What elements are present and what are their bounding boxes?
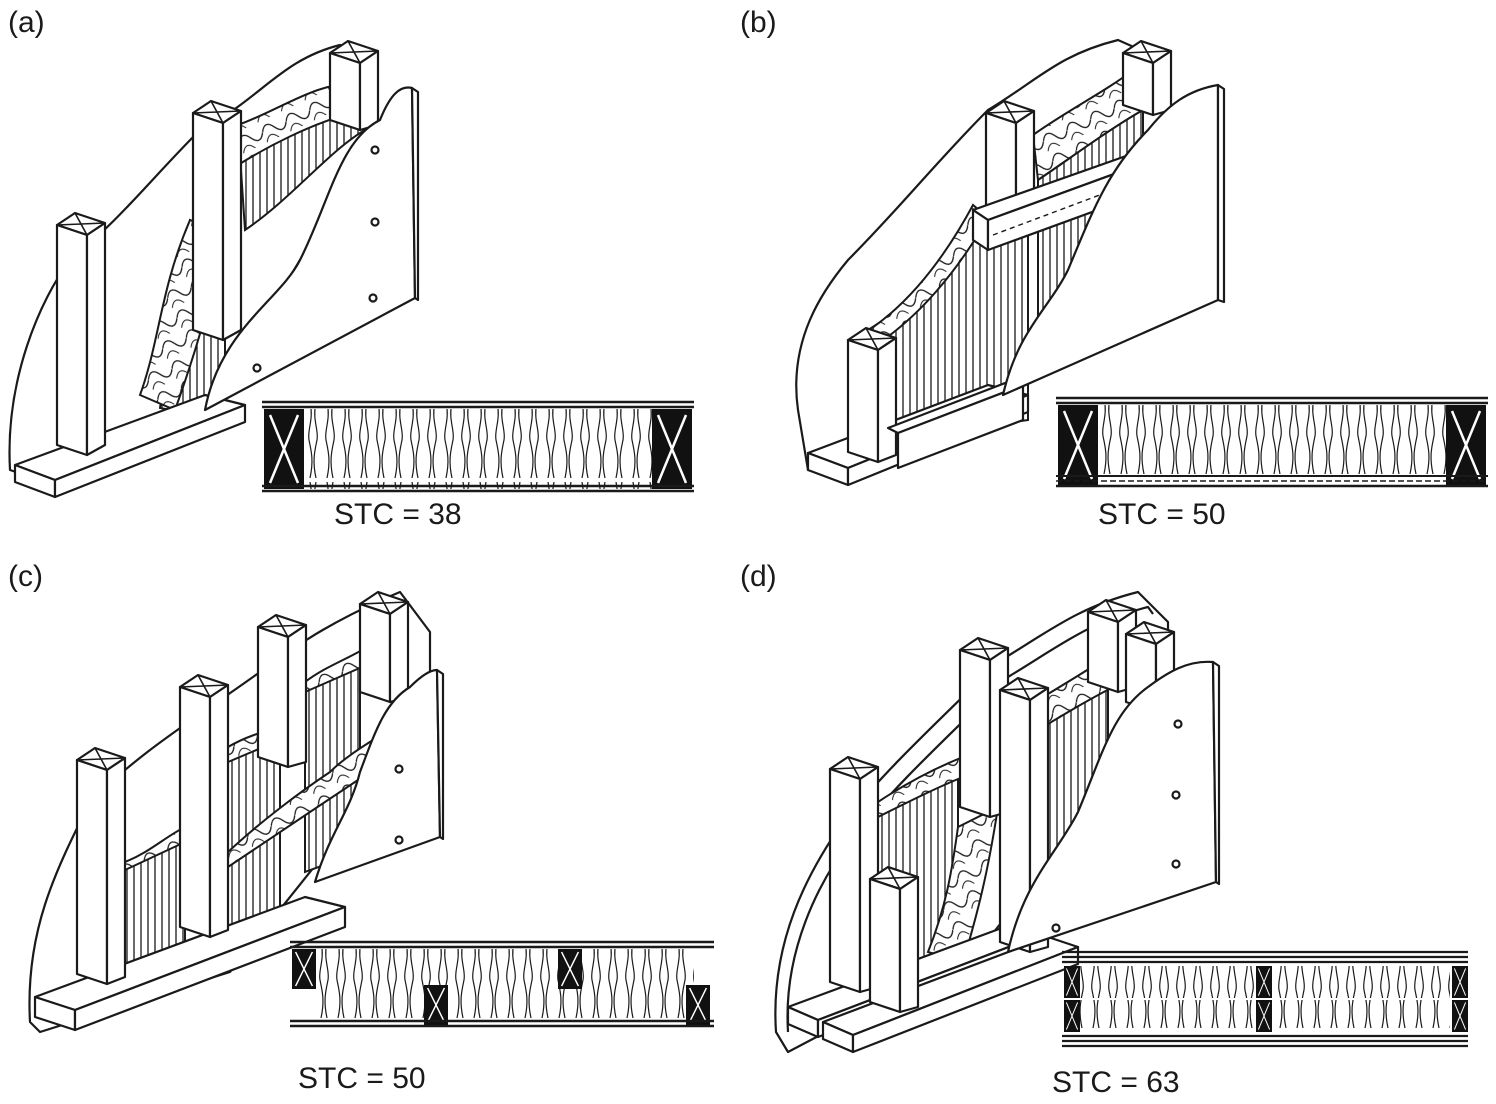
panel-label: (c) — [8, 560, 43, 593]
wall-cross-section — [290, 940, 714, 1028]
wall-cross-section — [1056, 396, 1488, 488]
panel-d: (d) — [740, 552, 1496, 1104]
stc-rating: STC = 38 — [334, 498, 462, 531]
wall-assembly-illustration — [28, 590, 445, 1034]
wall-cross-section — [262, 400, 694, 493]
stc-rating: STC = 50 — [1098, 498, 1226, 531]
wall-assembly-illustration — [795, 38, 1226, 487]
panel-label: (b) — [740, 6, 777, 39]
panel-b: (b) — [740, 0, 1496, 552]
wall-cross-section — [1062, 950, 1469, 1048]
panel-label: (a) — [8, 6, 45, 39]
panel-label: (d) — [740, 560, 777, 593]
stc-rating: STC = 63 — [1052, 1066, 1180, 1099]
panel-c: (c) — [0, 552, 748, 1104]
panel-a: (a) — [0, 0, 748, 552]
stc-rating: STC = 50 — [298, 1062, 426, 1095]
wall-assembly-illustration — [8, 39, 420, 499]
wall-assembly-illustration — [774, 590, 1221, 1054]
